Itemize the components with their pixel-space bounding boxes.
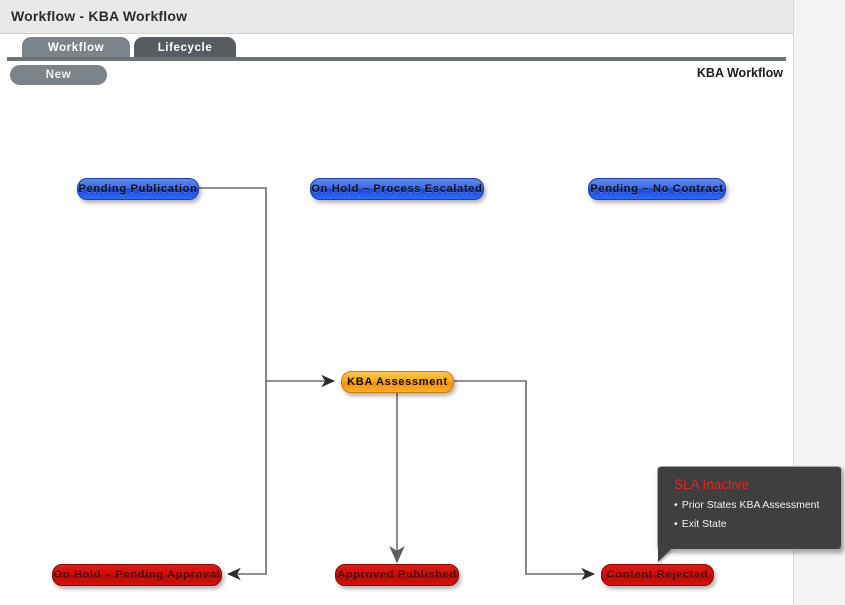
tooltip-pointer-tail — [658, 548, 672, 562]
toolbar: New KBA Workflow — [0, 62, 793, 90]
state-node-pending-no-contract[interactable]: Pending – No Contract — [588, 178, 726, 200]
tooltip-row-prior-states: •Prior States KBA Assessment — [674, 499, 829, 511]
window-title-bar: Workflow - KBA Workflow — [0, 0, 793, 34]
state-node-kba-assessment[interactable]: KBA Assessment — [341, 371, 454, 393]
edge-kba-assessment-to-on-hold-pending-approval — [227, 381, 267, 581]
edge-kba-assessment-to-content-rejected — [453, 380, 595, 581]
tooltip-title: SLA Inactive — [674, 477, 750, 492]
new-button[interactable]: New — [10, 65, 107, 85]
tab-underline-rule — [7, 57, 786, 61]
tooltip-prior-states-text: Prior States KBA Assessment — [681, 499, 820, 511]
bullet-icon: • — [674, 499, 678, 511]
state-node-content-rejected[interactable]: Content Rejected — [601, 564, 714, 586]
tab-workflow[interactable]: Workflow — [22, 37, 130, 59]
edge-pending-publication-to-kba-assessment — [197, 187, 335, 388]
tab-lifecycle[interactable]: Lifecycle — [134, 37, 236, 59]
tooltip-exit-state-text: Exit State — [681, 518, 727, 530]
tab-strip: Workflow Lifecycle — [0, 34, 793, 60]
bullet-icon: • — [674, 518, 678, 530]
state-node-on-hold-process-escalated[interactable]: On Hold – Process Escalated — [310, 178, 484, 200]
edge-layer — [197, 187, 595, 581]
state-node-on-hold-pending-approval[interactable]: On Hold – Pending Approval — [52, 564, 222, 586]
state-node-pending-publication[interactable]: Pending Publication — [77, 178, 199, 200]
content-pane: Workflow - KBA Workflow Workflow Lifecyc… — [0, 0, 794, 605]
tooltip-row-exit-state: •Exit State — [674, 518, 829, 530]
workflow-name-label: KBA Workflow — [696, 66, 783, 80]
state-details-tooltip: SLA Inactive •Prior States KBA Assessmen… — [657, 466, 842, 562]
state-node-approved-published[interactable]: Approved Published — [335, 564, 459, 586]
page-title: Workflow - KBA Workflow — [11, 8, 188, 24]
